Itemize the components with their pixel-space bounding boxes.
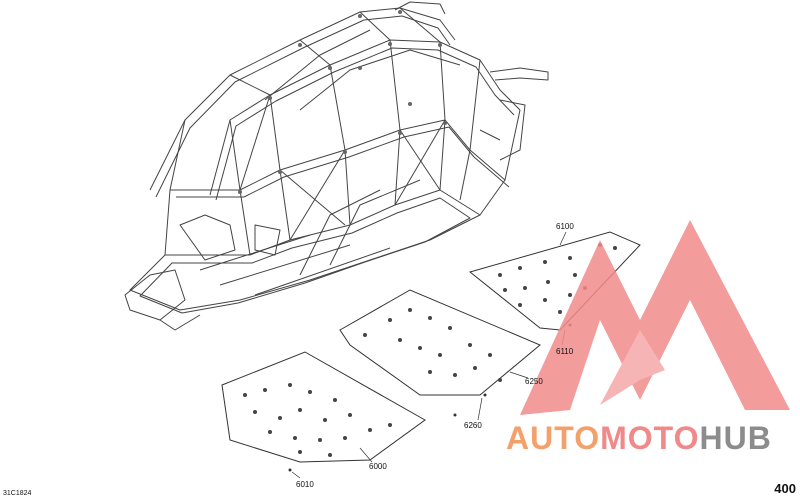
figure-code: 31C1824 bbox=[3, 490, 32, 497]
watermark-text: AUTOMOTOHUB bbox=[506, 420, 772, 457]
watermark-part-auto: AUTO bbox=[506, 420, 601, 456]
watermark-part-moto: MOTO bbox=[600, 420, 700, 456]
callout-6100: 6100 bbox=[556, 222, 574, 231]
floor-frame bbox=[129, 189, 481, 311]
leader-6260 bbox=[477, 397, 483, 421]
callout-6010: 6010 bbox=[296, 480, 314, 489]
leader-6010 bbox=[291, 471, 301, 479]
leader-6100 bbox=[559, 231, 567, 246]
front-mount-bracket bbox=[179, 214, 236, 261]
page-number: 400 bbox=[774, 481, 796, 496]
panel-6250 bbox=[339, 289, 541, 396]
watermark-part-hub: HUB bbox=[699, 420, 772, 456]
leader-6000 bbox=[359, 447, 373, 463]
callout-6260: 6260 bbox=[464, 421, 482, 430]
callout-6000: 6000 bbox=[369, 462, 387, 471]
callout-6250: 6250 bbox=[525, 377, 543, 386]
leader-6250 bbox=[509, 371, 529, 379]
callout-6110: 6110 bbox=[556, 347, 574, 356]
panel-holes bbox=[243, 243, 617, 457]
cage-top-left-bar bbox=[149, 7, 456, 191]
